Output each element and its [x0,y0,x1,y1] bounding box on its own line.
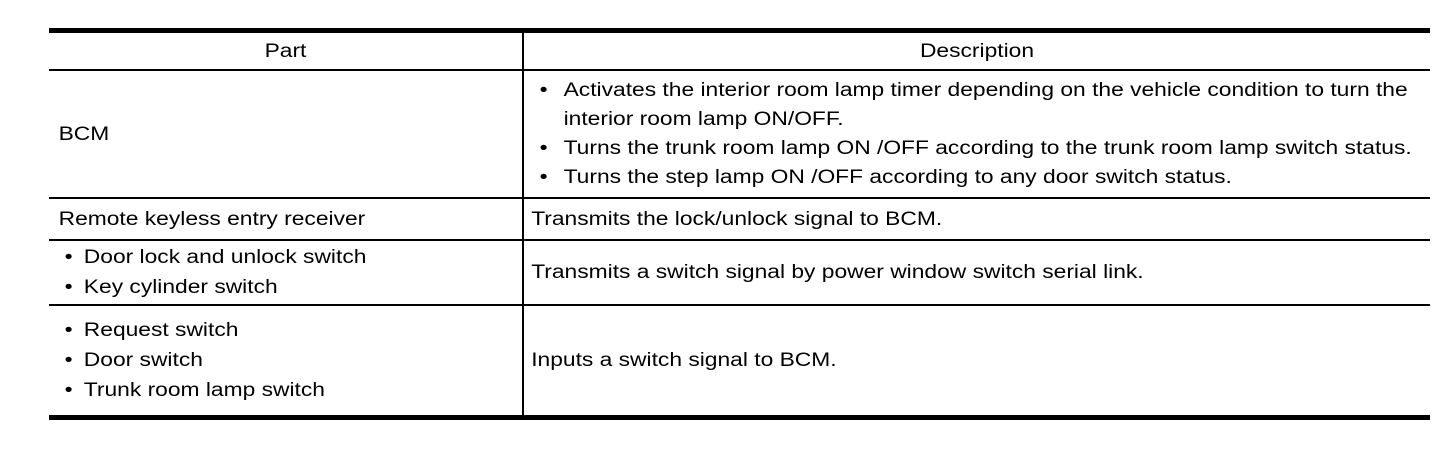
table-row-keyless-receiver: Remote keyless entry receiver Transmits … [49,197,1430,240]
part-cell-door-lock-switches: • Door lock and unlock switch • Key cyli… [49,239,523,305]
part-cell-bcm: BCM [49,69,523,198]
description-bullet-item: • Turns the step lamp ON /OFF according … [524,163,1429,192]
part-bullet-text: Key cylinder switch [83,276,278,298]
description-cell-request-switches: Inputs a switch signal to BCM. [522,304,1430,418]
part-bullet-item: • Request switch [49,316,523,346]
description-text: Inputs a switch signal to BCM. [531,350,837,371]
parts-description-table: Part Description BCM • Ac [49,28,1430,420]
bullet-icon: • [64,276,73,298]
part-bullet-item: • Door lock and unlock switch [49,243,523,273]
table-row-door-lock-switches: • Door lock and unlock switch • Key cyli… [49,239,1430,305]
description-bullet-text: Activates the interior room lamp timer d… [563,80,1408,130]
header-label-part: Part [264,40,307,62]
table-row-bcm: BCM • Activates the interior room lamp t… [49,69,1430,198]
bullet-icon: • [539,167,548,188]
bullet-icon: • [64,379,73,401]
bullet-icon: • [539,80,548,101]
part-bullet-text: Door lock and unlock switch [83,246,367,268]
description-text: Transmits the lock/unlock signal to BCM. [531,208,943,230]
header-label-description: Description [919,40,1035,62]
part-bullet-text: Request switch [83,319,239,341]
description-bullet-text: Turns the trunk room lamp ON /OFF accord… [563,138,1412,159]
description-cell-door-lock-switches: Transmits a switch signal by power windo… [522,239,1430,305]
bullet-icon: • [64,246,73,268]
part-cell-request-switches: • Request switch • Door switch • Trunk r… [49,304,523,418]
description-bullet-text: Turns the step lamp ON /OFF according to… [563,167,1232,188]
bullet-icon: • [539,138,548,159]
part-bullet-item: • Trunk room lamp switch [49,376,523,406]
part-bullet-text: Trunk room lamp switch [83,379,325,401]
description-cell-keyless-receiver: Transmits the lock/unlock signal to BCM. [522,197,1430,240]
table-header-row: Part Description [49,30,1430,71]
table-row-request-switches: • Request switch • Door switch • Trunk r… [49,304,1430,418]
part-text: Remote keyless entry receiver [58,208,366,230]
part-cell-keyless-receiver: Remote keyless entry receiver [49,197,523,240]
part-text: BCM [58,123,110,145]
header-cell-part: Part [49,31,523,71]
header-cell-description: Description [522,30,1430,70]
description-bullet-item: • Activates the interior room lamp timer… [524,76,1429,134]
bullet-icon: • [64,319,73,341]
part-bullet-item: • Door switch [49,346,523,376]
description-bullet-item: • Turns the trunk room lamp ON /OFF acco… [524,134,1429,163]
description-text: Transmits a switch signal by power windo… [531,262,1144,283]
description-cell-bcm: • Activates the interior room lamp timer… [522,69,1430,198]
bullet-icon: • [64,349,73,371]
part-bullet-item: • Key cylinder switch [49,273,523,303]
part-bullet-text: Door switch [83,349,203,371]
